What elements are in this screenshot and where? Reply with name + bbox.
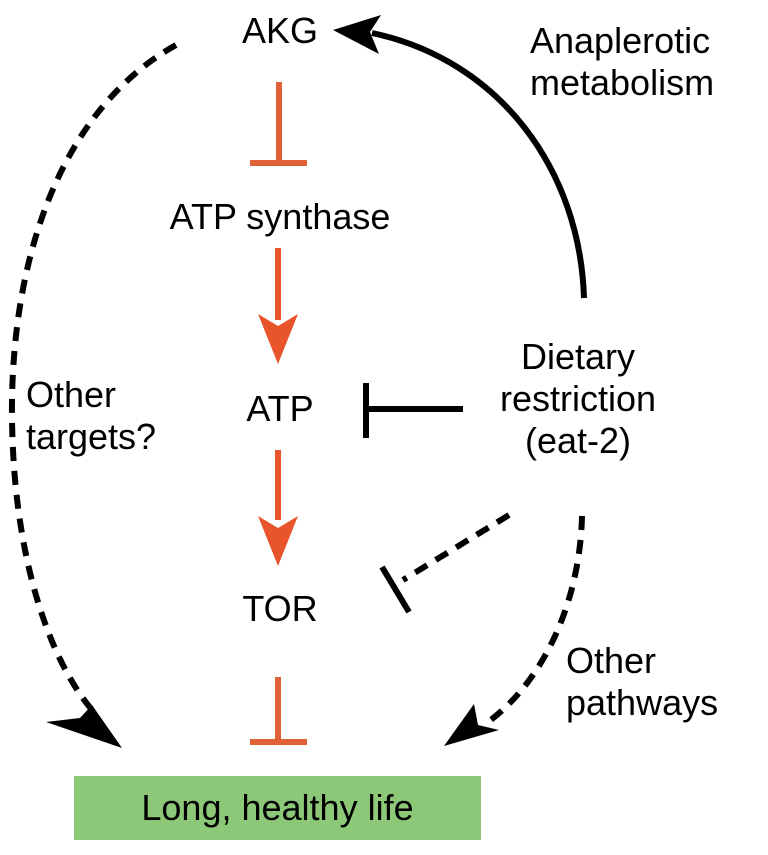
annotation-other-pathways: Other pathways bbox=[566, 640, 718, 724]
node-atp-synthase: ATP synthase bbox=[169, 196, 391, 237]
annotation-other-pathways-line-1: Other bbox=[566, 640, 657, 681]
akg-other-targets-arrow bbox=[8, 42, 178, 748]
annotation-anaplerotic-line-2: metabolism bbox=[530, 62, 715, 103]
annotation-other-targets-line-2: targets? bbox=[26, 416, 157, 457]
annotation-anaplerotic: Anaplerotic metabolism bbox=[530, 20, 714, 104]
annotation-other-pathways-line-2: pathways bbox=[566, 682, 719, 723]
dr-inhibits-tor-dashed bbox=[379, 512, 511, 614]
dietary-restriction-line-3: (eat-2) bbox=[524, 420, 632, 461]
annotation-other-targets-line-1: Other bbox=[26, 374, 117, 415]
dr-other-pathways-arrow bbox=[444, 515, 585, 746]
annotation-anaplerotic-line-1: Anaplerotic bbox=[530, 20, 711, 61]
node-tor: TOR bbox=[242, 588, 318, 629]
annotation-other-targets: Other targets? bbox=[26, 374, 156, 458]
atp-synthase-activates-atp bbox=[258, 248, 298, 364]
dietary-restriction-line-1: Dietary bbox=[520, 336, 636, 377]
outcome-box: Long, healthy life bbox=[74, 776, 481, 840]
atp-activates-tor bbox=[258, 450, 298, 566]
outcome-label: Long, healthy life bbox=[141, 787, 414, 828]
dr-inhibits-atp bbox=[363, 383, 463, 438]
node-akg: AKG bbox=[241, 10, 319, 51]
dr-activates-akg-arrow bbox=[333, 15, 587, 299]
node-atp: ATP bbox=[246, 388, 314, 429]
akg-inhibits-atp-synthase bbox=[250, 82, 307, 166]
tor-inhibits-long-life bbox=[250, 677, 307, 745]
dietary-restriction-line-2: restriction bbox=[499, 378, 657, 419]
node-dietary-restriction: Dietary restriction (eat-2) bbox=[478, 336, 678, 462]
